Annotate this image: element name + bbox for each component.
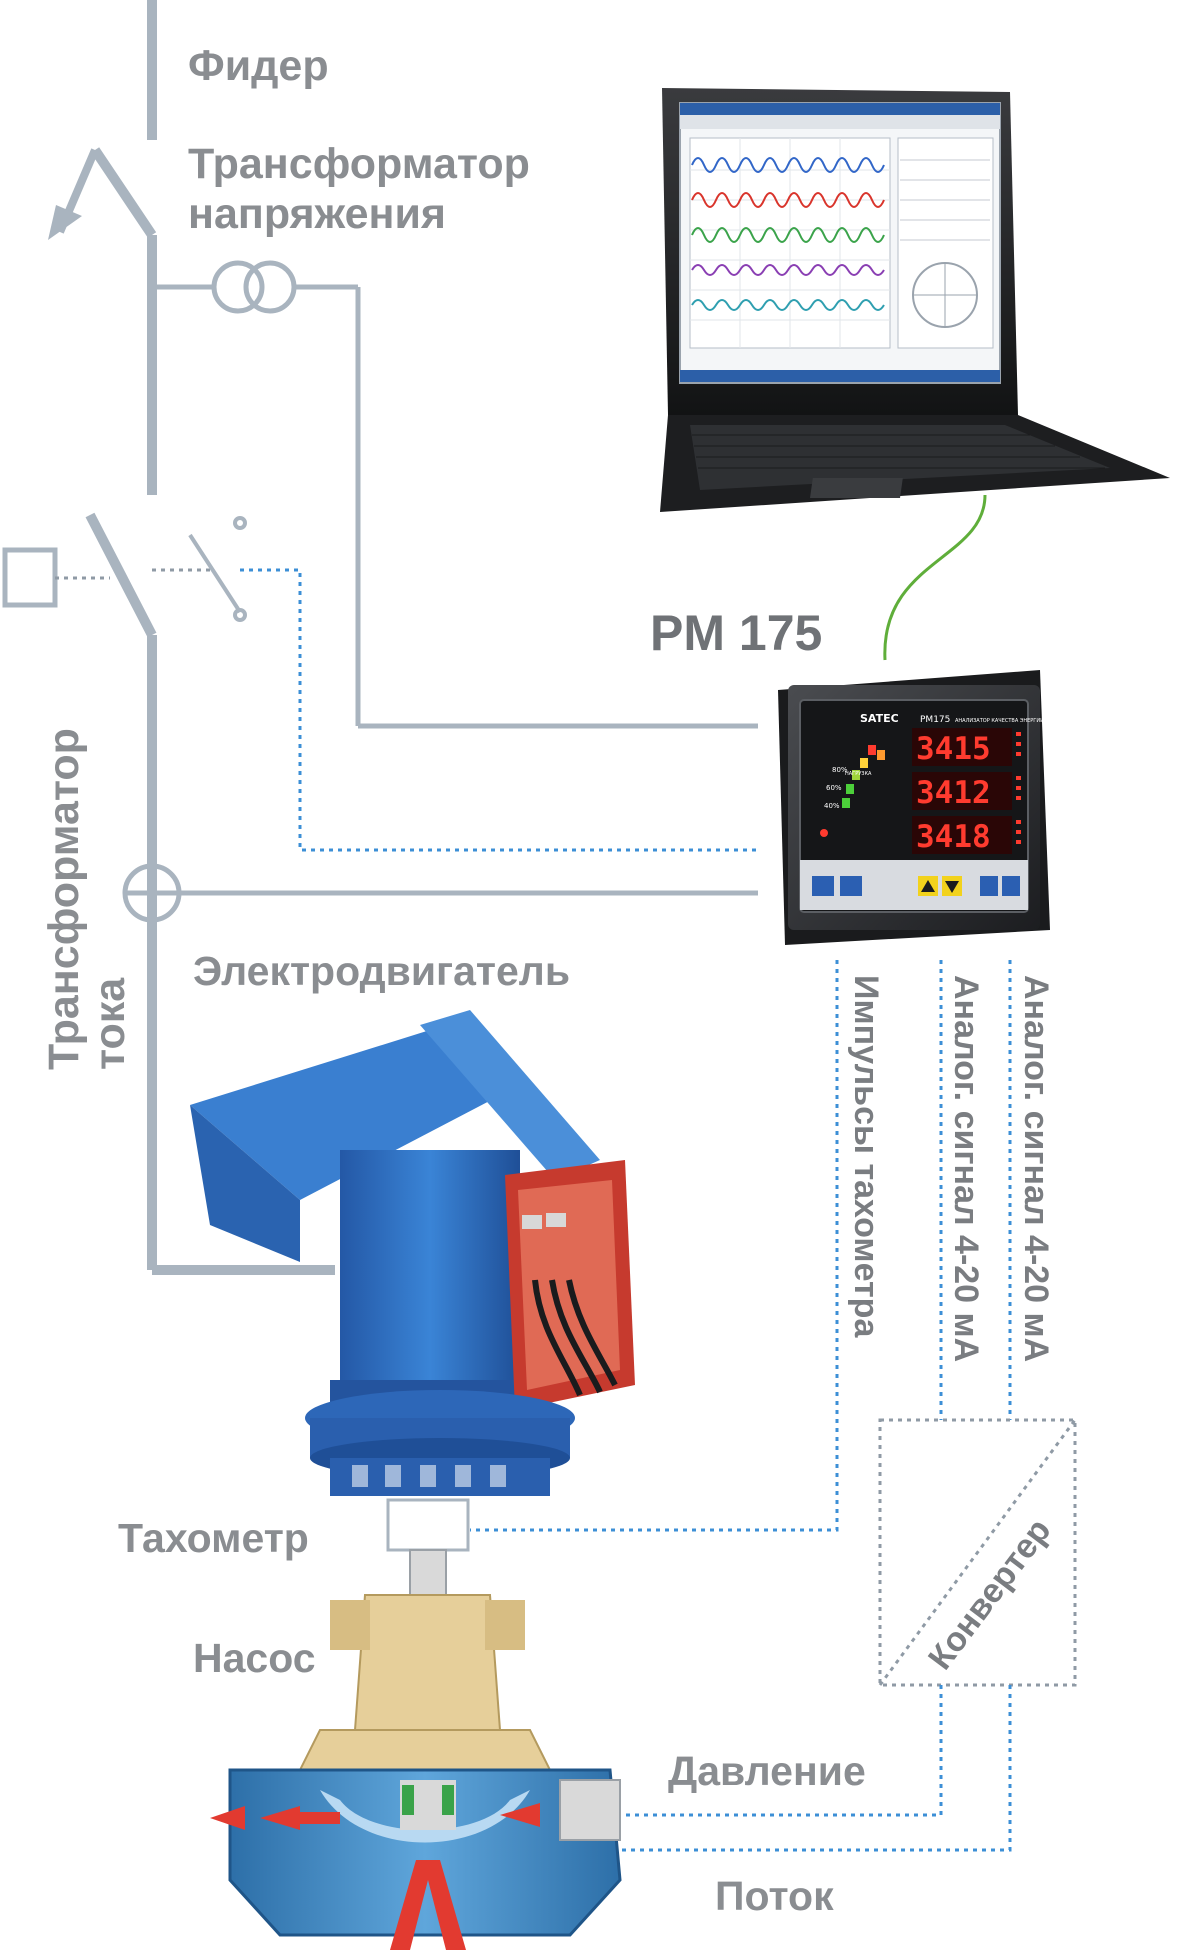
- meter-button-1[interactable]: [812, 876, 834, 896]
- motor-body: [340, 1150, 520, 1410]
- voltage-transformer-label-line2: напряжения: [188, 190, 446, 238]
- electric-motor: [190, 1010, 635, 1496]
- tachometer-label: Тахометр: [118, 1515, 309, 1561]
- relay-box-icon: [5, 550, 55, 605]
- pump-label: Насос: [193, 1635, 316, 1681]
- disconnector-blade: [95, 150, 152, 235]
- load-scale-40: 40%: [824, 802, 840, 810]
- feeder-label: Фидер: [188, 42, 329, 90]
- breaker-blade: [90, 515, 152, 635]
- load-scale-60: 60%: [826, 784, 842, 792]
- meter-subtitle: АНАЛИЗАТОР КАЧЕСТВА ЭНЕРГИИ: [955, 718, 1044, 724]
- laptop-touchpad: [810, 478, 903, 498]
- display-reading-1: 3415: [916, 731, 991, 767]
- flow-label: Поток: [715, 1873, 834, 1919]
- meter-button-2[interactable]: [840, 876, 862, 896]
- load-label: НАГРУЗКА: [845, 771, 872, 777]
- voltage-transformer-label-line1: Трансформатор: [188, 140, 530, 188]
- bearing-housing: [355, 1595, 500, 1730]
- status-led: [820, 829, 828, 837]
- current-transformer-label-line1: Трансформатор: [40, 728, 88, 1070]
- converter-label: Конвертер: [921, 1512, 1059, 1677]
- converter-box: [880, 1420, 1075, 1685]
- display-reading-2: 3412: [916, 775, 991, 811]
- laptop-computer: [660, 88, 1170, 512]
- pump: [210, 1550, 620, 1950]
- disconnector-arrow-icon: [48, 150, 95, 240]
- signal-tacho-label: Импульсы тахометра: [847, 975, 885, 1338]
- signal-analog-2-label: Аналог. сигнал 4-20 мА: [1017, 975, 1055, 1362]
- tachometer-box: [388, 1500, 468, 1550]
- laptop-meter-cable: [885, 495, 985, 660]
- current-transformer-icon: [125, 866, 758, 920]
- pressure-label: Давление: [668, 1748, 866, 1794]
- current-transformer-label-line2: тока: [86, 977, 134, 1070]
- signal-analog-1-label: Аналог. сигнал 4-20 мА: [947, 975, 985, 1362]
- display-reading-3: 3418: [916, 819, 991, 855]
- meter-model: PM175: [920, 715, 950, 725]
- meter-button-4[interactable]: [1002, 876, 1020, 896]
- pm175-meter: SATEC PM175 АНАЛИЗАТОР КАЧЕСТВА ЭНЕРГИИ …: [778, 670, 1050, 945]
- meter-brand: SATEC: [860, 712, 899, 725]
- device-label: PM 175: [650, 605, 822, 661]
- motor-label: Электродвигатель: [193, 948, 570, 994]
- meter-button-3[interactable]: [980, 876, 998, 896]
